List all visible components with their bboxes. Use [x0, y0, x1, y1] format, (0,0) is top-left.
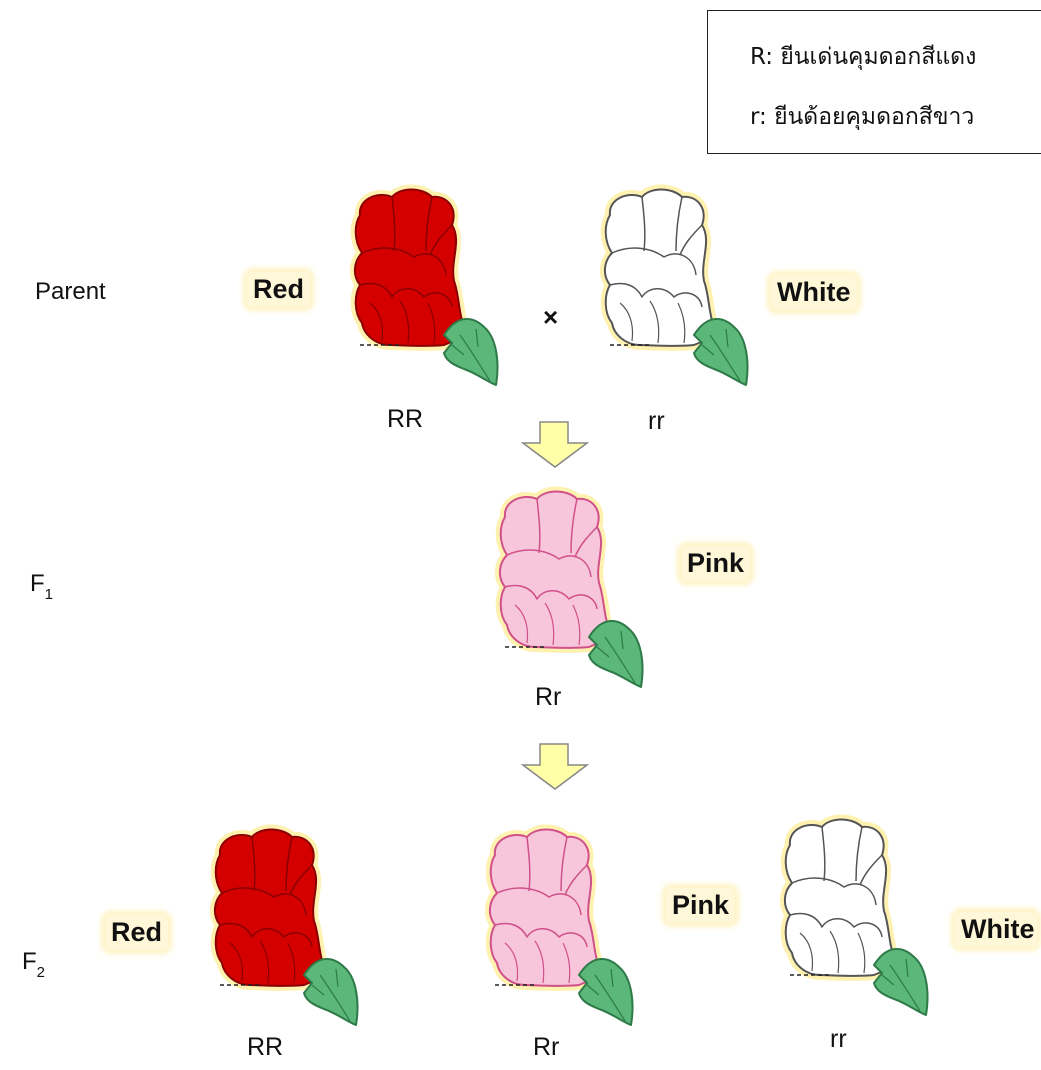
down-arrow-icon — [521, 421, 589, 469]
parent-red-label: Red — [247, 272, 310, 307]
legend-box: R: ยีนเด่นคุมดอกสีแดง r: ยีนด้อยคุมดอกสี… — [707, 10, 1041, 154]
f2-red-genotype: RR — [247, 1033, 283, 1062]
parent-white-genotype: rr — [648, 407, 665, 436]
f2-red-label: Red — [105, 915, 168, 950]
pink-flower-icon — [485, 487, 655, 692]
down-arrow-icon — [521, 743, 589, 791]
white-flower-icon — [770, 815, 940, 1020]
f2-white-label: White — [955, 912, 1037, 947]
f1-pink-label: Pink — [681, 546, 750, 581]
legend-dominant-allele: R: ยีนเด่นคุมดอกสีแดง — [750, 39, 976, 75]
f2-white-genotype: rr — [830, 1025, 847, 1054]
cross-symbol: × — [543, 302, 558, 333]
red-flower-icon — [340, 185, 510, 390]
legend-recessive-allele: r: ยีนด้อยคุมดอกสีขาว — [750, 99, 974, 135]
f2-pink-genotype: Rr — [533, 1033, 559, 1062]
white-flower-icon — [590, 185, 760, 390]
row-label-parent: Parent — [35, 278, 106, 306]
row-label-f1: F1 — [30, 570, 53, 598]
row-label-f2: F2 — [22, 948, 45, 976]
red-flower-icon — [200, 825, 370, 1030]
f1-genotype: Rr — [535, 683, 561, 712]
pink-flower-icon — [475, 825, 645, 1030]
parent-red-genotype: RR — [387, 405, 423, 434]
parent-white-label: White — [771, 275, 857, 310]
f2-pink-label: Pink — [666, 888, 735, 923]
